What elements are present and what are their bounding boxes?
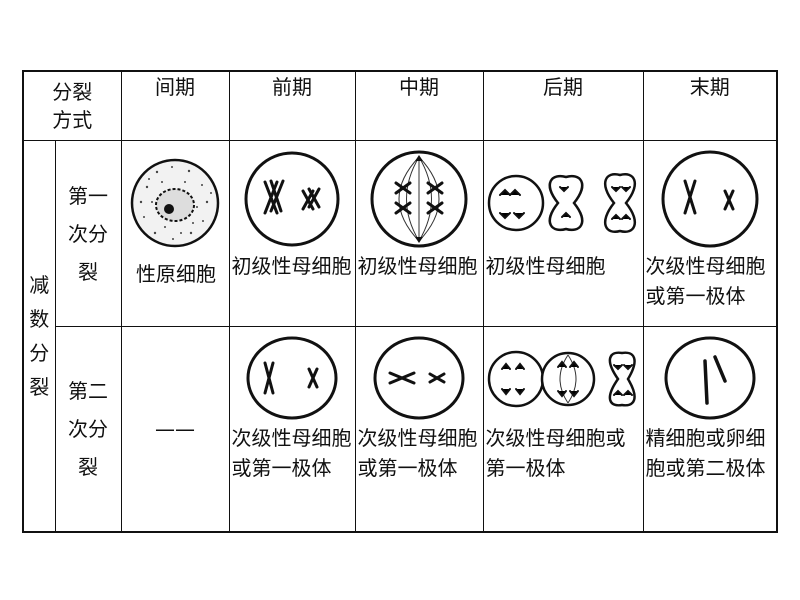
label-line: 裂	[78, 455, 98, 479]
label-line: 次分	[68, 221, 108, 246]
label-line: 第二	[68, 379, 108, 403]
header-row: 分裂 方式 间期 前期 中期 后期 末期	[22, 70, 778, 141]
cell-label: 初级性母细胞	[231, 254, 352, 278]
corner-line2: 方式	[52, 108, 93, 132]
cell-m1-telophase: 次级性母细胞或第一极体	[642, 140, 778, 327]
prophase-two-diagram	[246, 336, 338, 420]
meiosis-table: 分裂 方式 间期 前期 中期 后期 末期 减 数 分 裂 第一 次分 裂	[22, 70, 778, 533]
cell-m2-anaphase: 次级性母细胞或第一极体	[482, 326, 644, 533]
corner-header: 分裂 方式	[22, 70, 122, 141]
cell-m2-interphase: ——	[120, 326, 230, 533]
corner-line1: 分裂	[52, 80, 93, 104]
cell-m2-prophase: 次级性母细胞或第一极体	[228, 326, 356, 533]
side-char: 分	[29, 341, 50, 365]
header-interphase: 间期	[120, 70, 230, 141]
cell-label: 次级性母细胞或第一极体	[231, 426, 352, 480]
prophase-one-diagram	[244, 151, 340, 247]
metaphase-one-diagram	[370, 150, 468, 248]
cell-m2-telophase: 精细胞或卵细胞或第二极体	[642, 326, 778, 533]
header-anaphase: 后期	[482, 70, 644, 141]
interphase-cell-diagram	[130, 158, 220, 248]
cell-label: 次级性母细胞或第一极体	[357, 426, 478, 480]
side-char: 裂	[29, 375, 50, 399]
anaphase-one-diagram	[487, 172, 637, 234]
telophase-one-diagram	[661, 150, 759, 248]
cell-label: 精细胞或卵细胞或第二极体	[645, 426, 766, 480]
label-line: 次分	[68, 417, 108, 441]
cell-label: 性原细胞	[136, 262, 216, 286]
telophase-two-diagram	[664, 336, 756, 420]
cell-m1-interphase: 性原细胞	[120, 140, 230, 327]
header-metaphase: 中期	[354, 70, 484, 141]
meiosis-two-label: 第二 次分 裂	[54, 326, 122, 533]
side-char: 数	[29, 307, 50, 331]
cell-m1-anaphase: 初级性母细胞	[482, 140, 644, 327]
header-telophase: 末期	[642, 70, 778, 141]
meiosis-one-label: 第一 次分 裂	[54, 140, 122, 327]
cell-m2-metaphase: 次级性母细胞或第一极体	[354, 326, 484, 533]
cell-m1-prophase: 初级性母细胞	[228, 140, 356, 327]
cell-label: 次级性母细胞或第一极体	[485, 426, 626, 480]
meiosis-one-row: 减 数 分 裂 第一 次分 裂	[22, 140, 778, 533]
cell-label: 次级性母细胞或第一极体	[645, 254, 766, 308]
metaphase-two-diagram	[373, 336, 465, 420]
meiosis-two-row: 第二 次分 裂 —— 次级性母细胞或第一极体	[23, 326, 778, 533]
header-prophase: 前期	[228, 70, 356, 141]
side-label: 减 数 分 裂	[22, 140, 56, 533]
label-line: 第一	[68, 183, 108, 208]
anaphase-two-diagram	[487, 350, 636, 408]
label-line: 裂	[78, 259, 98, 284]
cell-label: 初级性母细胞	[485, 254, 606, 278]
cell-m1-metaphase: 初级性母细胞	[354, 140, 484, 327]
dash-label: ——	[155, 417, 195, 441]
side-char: 减	[29, 273, 50, 297]
cell-label: 初级性母细胞	[357, 254, 478, 278]
